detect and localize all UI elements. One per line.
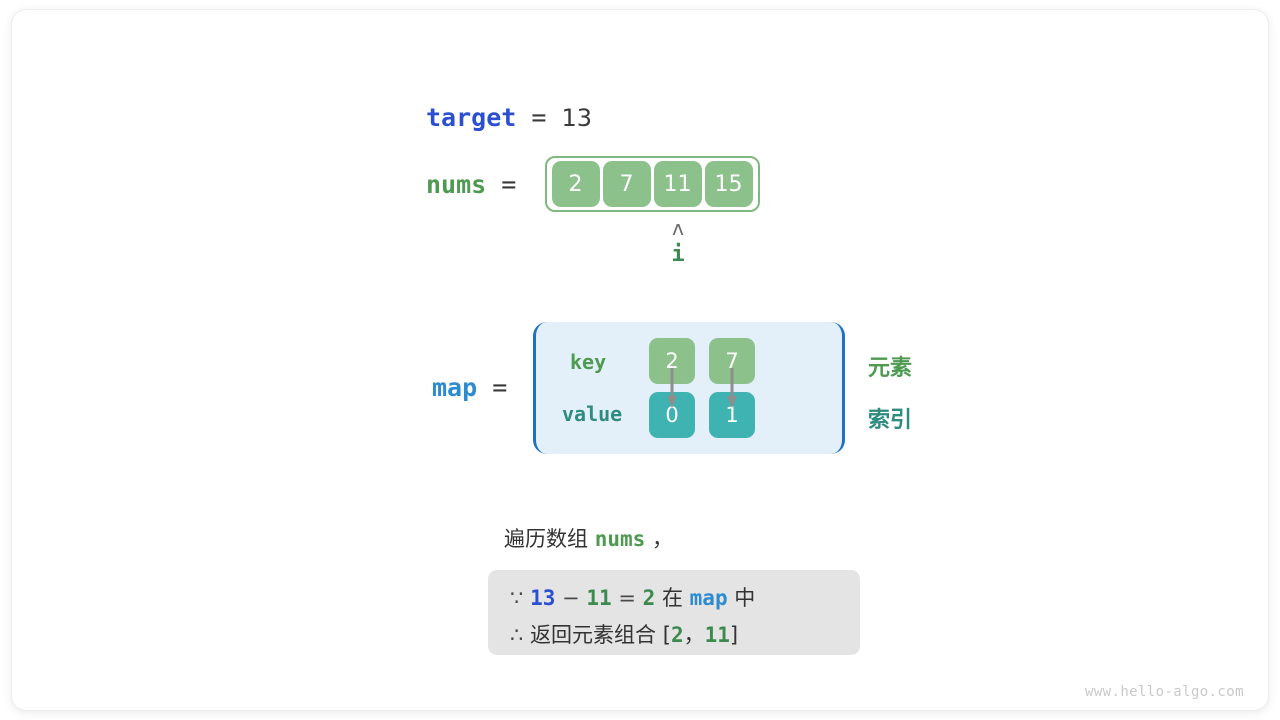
index-pointer-caret-icon: ʌ (672, 216, 684, 240)
map-label: map = (432, 373, 507, 402)
conclusion-complement-value: 2 (642, 586, 656, 610)
conclusion-line-2: ∴ 返回元素组合 [2，11] (510, 617, 838, 654)
caption-suffix: ， (651, 527, 673, 551)
conclusion-current-value: 11 (586, 586, 612, 610)
caption-text: 遍历数组 nums ， (504, 523, 673, 553)
result-comma: ， (683, 623, 705, 647)
array-cell: 15 (704, 161, 753, 207)
map-value-cell: 0 (649, 392, 695, 438)
bracket-open: [ (662, 623, 671, 647)
conclusion-box: ∵ 13 − 11 = 2 在 map 中 ∴ 返回元素组合 [2，11] (488, 570, 860, 655)
caption-prefix: 遍历数组 (504, 527, 588, 551)
map-equals-sign: = (492, 373, 508, 402)
array-cell: 11 (653, 161, 702, 207)
bracket-close: ] (729, 623, 739, 647)
nums-label: nums = (426, 170, 516, 199)
minus-operator: − (562, 586, 580, 610)
result-second-value: 11 (704, 623, 730, 647)
annotation-element: 元素 (868, 356, 913, 381)
target-variable-name: target (426, 103, 517, 132)
map-variable-name: map (432, 373, 478, 402)
nums-array-container: 2 7 11 15 (545, 156, 760, 212)
conclusion-in-word: 在 (661, 586, 683, 610)
caption-code: nums (594, 527, 646, 551)
conclusion-tail-word: 中 (734, 586, 756, 610)
annotation-index: 索引 (868, 408, 913, 433)
map-value-row-label: value (562, 402, 623, 426)
target-row: target = 13 (426, 103, 592, 132)
map-grid: key value 2 7 0 1 (536, 322, 842, 454)
therefore-symbol-icon: ∴ (510, 623, 524, 647)
map-container: key value 2 7 0 1 (533, 322, 845, 454)
equals-operator: = (618, 586, 636, 610)
target-value: 13 (561, 104, 593, 132)
target-equals-sign: = (531, 103, 547, 132)
map-key-cell: 7 (709, 338, 755, 384)
array-cell: 2 (551, 161, 600, 207)
map-value-cell: 1 (709, 392, 755, 438)
array-cell: 7 (602, 161, 651, 207)
watermark: www.hello-algo.com (1085, 684, 1244, 700)
conclusion-line-1: ∵ 13 − 11 = 2 在 map 中 (510, 580, 838, 617)
conclusion-target-value: 13 (530, 586, 556, 610)
index-pointer-label: i (671, 242, 685, 267)
because-symbol-icon: ∵ (510, 586, 524, 610)
nums-variable-name: nums (426, 170, 487, 199)
conclusion-map-name: map (689, 586, 728, 610)
map-key-cell: 2 (649, 338, 695, 384)
result-first-value: 2 (670, 623, 684, 647)
map-key-row-label: key (570, 350, 607, 374)
diagram-card: target = 13 nums = 2 7 11 15 ʌ i map = k… (12, 10, 1268, 710)
conclusion-result-text: 返回元素组合 (530, 623, 657, 647)
nums-equals-sign: = (501, 170, 517, 199)
